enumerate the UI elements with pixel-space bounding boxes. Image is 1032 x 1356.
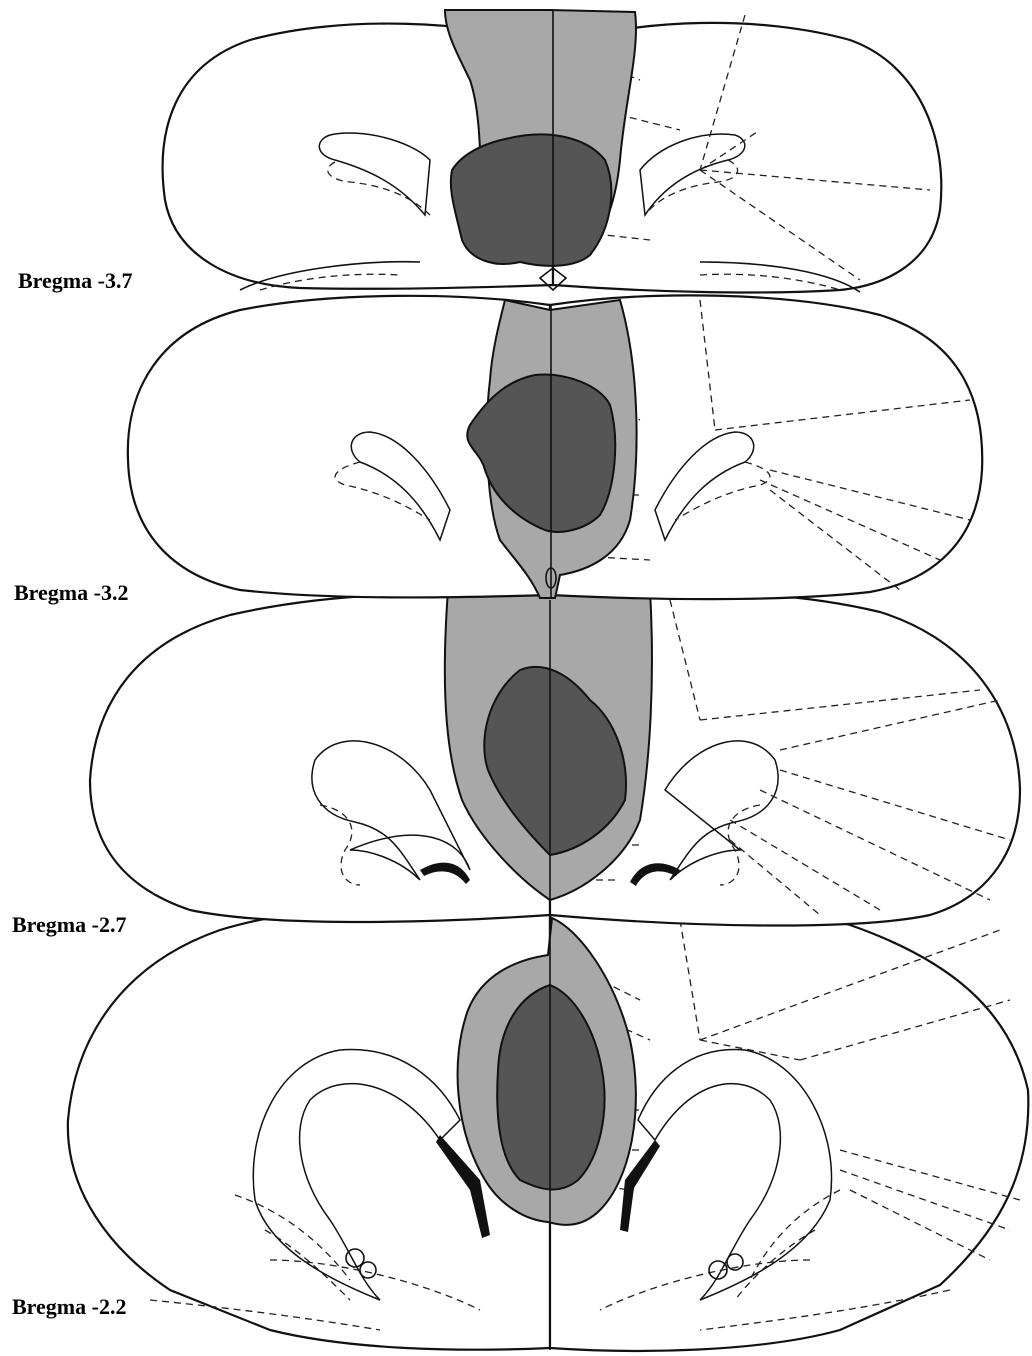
section-1-inner-lesion: [451, 134, 612, 265]
section-bregma-3-2: [128, 295, 982, 599]
section-label-bregma-2-7: Bregma -2.7: [12, 912, 126, 938]
section-bregma-3-7: [163, 10, 942, 292]
section-bregma-2-7: [90, 590, 1020, 926]
section-label-bregma-3-2: Bregma -3.2: [14, 580, 128, 606]
section-label-bregma-3-7: Bregma -3.7: [18, 268, 132, 294]
section-label-bregma-2-2: Bregma -2.2: [12, 1294, 126, 1320]
section-bregma-2-2: [68, 903, 1028, 1351]
